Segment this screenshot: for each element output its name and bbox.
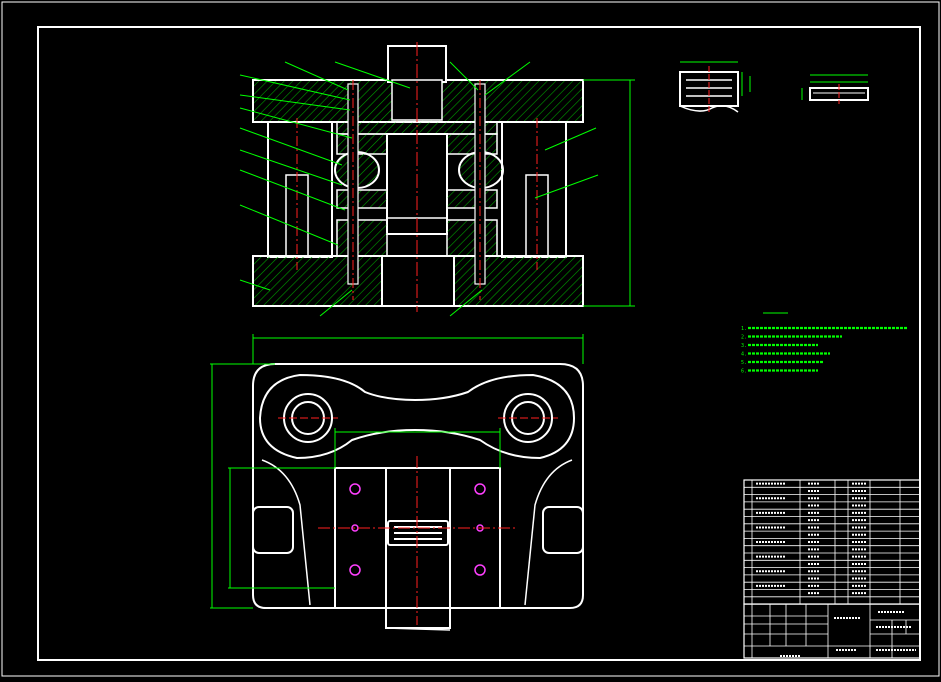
part-detail-side: [801, 74, 869, 104]
screw-icon: [474, 564, 486, 576]
leader-lines-left: [239, 61, 483, 317]
part-detail-front: [679, 61, 751, 113]
die-opening: [381, 255, 455, 307]
note-line: 5.: [741, 360, 747, 366]
stripper-left: [336, 133, 388, 155]
right-slot: [542, 506, 584, 554]
note-line: 4.: [741, 352, 747, 358]
strip-channel: [385, 467, 451, 629]
screw-icon: [349, 483, 361, 495]
part-profile: [387, 520, 449, 546]
die-insert-left: [336, 219, 388, 257]
note-line: 6.: [741, 369, 747, 375]
plan-view: [210, 334, 584, 631]
mid-plate-left: [336, 189, 388, 209]
title-block: [743, 603, 921, 659]
inner-frame: [37, 26, 921, 661]
screw-icon: [474, 483, 486, 495]
left-slot: [252, 506, 294, 554]
lower-die-base-outline: [252, 363, 584, 609]
note-line: 3.: [741, 343, 747, 349]
mid-plate-right: [446, 189, 498, 209]
screw-icon: [349, 564, 361, 576]
front-section-view: [239, 42, 635, 317]
note-line: 2.: [741, 335, 747, 341]
bill-of-materials: [743, 479, 921, 605]
leader-lines-right: [449, 61, 599, 199]
plan-dimensions: [210, 334, 584, 609]
stripper-right: [446, 133, 498, 155]
guide-plate-outline: [258, 373, 576, 460]
die-insert-right: [446, 219, 498, 257]
technical-notes: 1. 2. 3. 4. 5. 6.: [741, 312, 908, 375]
note-line: 1.: [741, 326, 747, 332]
